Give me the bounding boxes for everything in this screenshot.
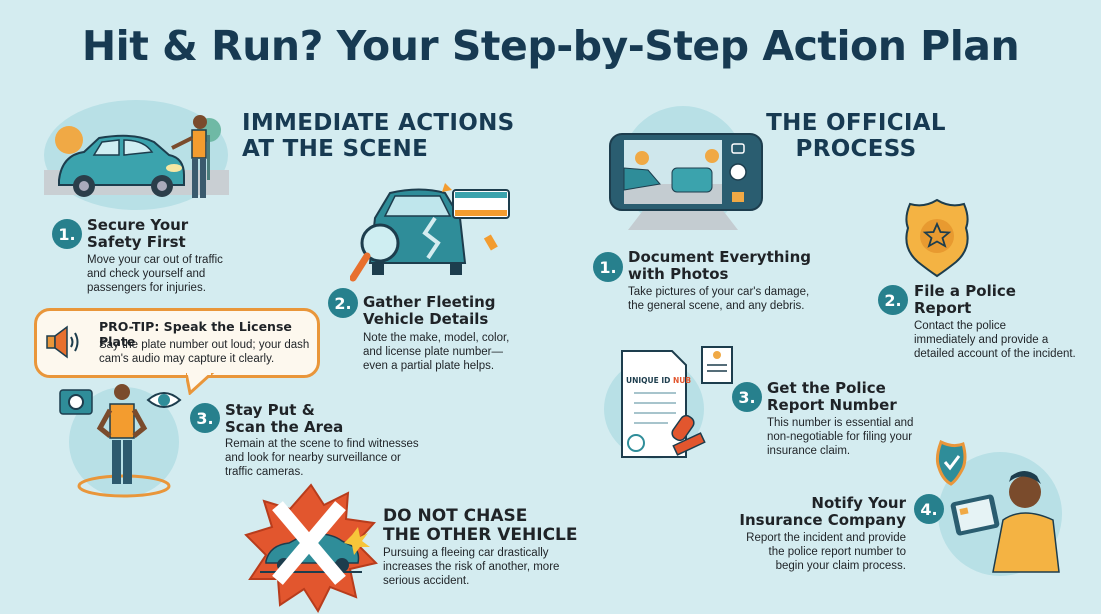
desc-line: detailed account of the incident. xyxy=(914,348,1076,360)
document-id-label: UNIQUE ID NUB xyxy=(626,376,691,385)
step-description: Contact the police immediately and provi… xyxy=(914,319,1076,361)
desc-line: the general scene, and any debris. xyxy=(628,300,805,312)
document-id-text: UNIQUE ID xyxy=(626,376,673,385)
step-badge-1: 1. xyxy=(52,219,82,249)
step-badge-1: 1. xyxy=(593,252,623,282)
heading-line: AT THE SCENE xyxy=(242,136,429,162)
step-title-line: with Photos xyxy=(628,265,729,283)
step-badge-4: 4. xyxy=(914,494,944,524)
desc-line: even a partial plate helps. xyxy=(363,360,495,372)
step-title: Secure Your Safety First xyxy=(87,217,188,251)
step-title-line: Document Everything xyxy=(628,248,811,266)
step-title: Gather Fleeting Vehicle Details xyxy=(363,294,496,328)
report-document-icon: UNIQUE ID NUB xyxy=(604,345,739,463)
desc-line: Remain at the scene to find witnesses xyxy=(225,438,419,450)
step-description: Move your car out of traffic and check y… xyxy=(87,253,223,295)
no-chase-icon xyxy=(244,483,378,614)
desc-line: and look for nearby surveillance or xyxy=(225,452,401,464)
step-title-line: Secure Your xyxy=(87,216,189,234)
immediate-actions-heading: IMMEDIATE ACTIONS AT THE SCENE xyxy=(242,110,515,162)
step-title-line: Stay Put & xyxy=(225,401,315,419)
desc-line: and license plate number— xyxy=(363,346,503,358)
step-badge-2: 2. xyxy=(878,285,908,315)
police-badge-icon xyxy=(900,198,974,278)
callout-tail xyxy=(184,371,216,400)
pro-tip-description: Say the plate number out loud; your dash… xyxy=(99,338,309,366)
step-title-line: Insurance Company xyxy=(739,511,906,529)
desc-line: non-negotiable for filing your xyxy=(767,431,913,443)
desc-line: increases the risk of another, more xyxy=(383,561,560,573)
step-title: Document Everything with Photos xyxy=(628,249,811,283)
step-title: Get the Police Report Number xyxy=(767,380,897,414)
step-badge-2: 2. xyxy=(328,288,358,318)
desc-line: cam's audio may capture it clearly. xyxy=(99,353,275,365)
desc-line: serious accident. xyxy=(383,575,470,587)
desc-line: Pursuing a fleeing car drastically xyxy=(383,547,549,559)
step-title-line: Vehicle Details xyxy=(363,310,489,328)
page-title: Hit & Run? Your Step-by-Step Action Plan xyxy=(81,22,1020,70)
step-title: File a Police Report xyxy=(914,283,1016,317)
insurance-tablet-icon xyxy=(933,439,1063,580)
desc-line: Note the make, model, color, xyxy=(363,332,510,344)
desc-line: immediately and provide a xyxy=(914,334,1049,346)
step-badge-3: 3. xyxy=(190,403,220,433)
car-safety-icon xyxy=(44,100,229,210)
step-title-line: File a Police xyxy=(914,282,1016,300)
step-description: Take pictures of your car's damage, the … xyxy=(628,285,809,313)
desc-line: begin your claim process. xyxy=(775,560,906,572)
step-description: Note the make, model, color, and license… xyxy=(363,331,509,373)
pro-tip-callout: PRO-TIP: Speak the License Plate Say the… xyxy=(34,308,320,378)
official-process-heading: THE OFFICIAL PROCESS xyxy=(766,110,946,162)
warning-description: Pursuing a fleeing car drastically incre… xyxy=(383,546,559,588)
heading-line: THE OFFICIAL xyxy=(766,110,946,136)
heading-line: PROCESS xyxy=(795,136,917,162)
step-title-line: Report Number xyxy=(767,396,897,414)
desc-line: This number is essential and xyxy=(767,417,914,429)
desc-line: Contact the police xyxy=(914,320,1007,332)
heading-line: IMMEDIATE ACTIONS xyxy=(242,110,515,136)
step-badge-3: 3. xyxy=(732,382,762,412)
warning-title-line: THE OTHER VEHICLE xyxy=(383,525,578,545)
desc-line: Take pictures of your car's damage, xyxy=(628,286,810,298)
step-title-line: Report xyxy=(914,299,972,317)
desc-line: traffic cameras. xyxy=(225,466,304,478)
step-title: Stay Put & Scan the Area xyxy=(225,402,343,436)
desc-line: Move your car out of traffic xyxy=(87,254,223,266)
desc-line: Say the plate number out loud; your dash xyxy=(99,339,310,351)
phone-camera-icon xyxy=(608,104,768,242)
step-title-line: Get the Police xyxy=(767,379,886,397)
step-title-line: Notify Your xyxy=(811,494,906,512)
desc-line: insurance claim. xyxy=(767,445,851,457)
step-title: Notify Your Insurance Company xyxy=(706,495,906,529)
pro-tip-title: PRO-TIP: Speak the License Plate xyxy=(99,319,292,349)
desc-line: passengers for injuries. xyxy=(87,282,206,294)
desc-line: Report the incident and provide xyxy=(746,532,906,544)
person-scanning-icon xyxy=(56,382,196,498)
warning-title: DO NOT CHASE THE OTHER VEHICLE xyxy=(383,507,578,545)
step-title-line: Gather Fleeting xyxy=(363,293,496,311)
desc-line: and check yourself and xyxy=(87,268,206,280)
desc-line: the police report number to xyxy=(768,546,906,558)
document-id-text-highlight: NUB xyxy=(673,376,692,385)
warning-title-line: DO NOT CHASE xyxy=(383,506,528,526)
speaker-icon xyxy=(45,325,83,364)
step-description: Remain at the scene to find witnesses an… xyxy=(225,437,419,479)
damaged-car-magnifier-icon xyxy=(349,178,510,288)
step-title-line: Safety First xyxy=(87,233,186,251)
step-description: This number is essential and non-negotia… xyxy=(767,416,913,458)
step-description: Report the incident and provide the poli… xyxy=(706,531,906,573)
step-title-line: Scan the Area xyxy=(225,418,344,436)
